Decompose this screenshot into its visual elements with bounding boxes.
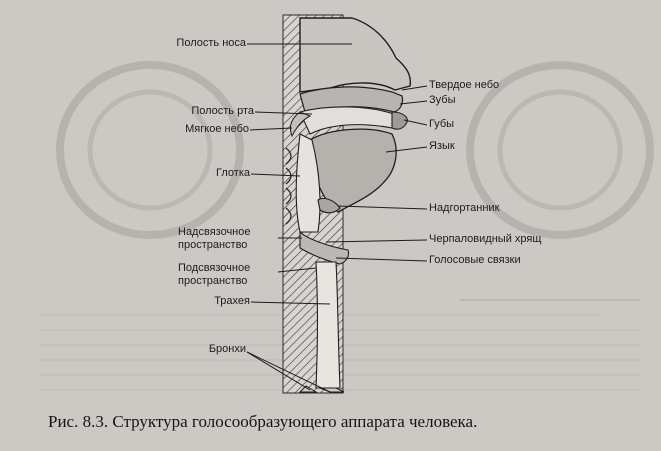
tongue-shape	[309, 128, 397, 213]
label-trachea: Трахея	[214, 295, 250, 307]
label-supraglottic-2: пространство	[178, 239, 248, 251]
caption-text: Структура голосообразующего аппарата чел…	[112, 412, 478, 431]
caption-prefix: Рис. 8.3.	[48, 412, 109, 431]
label-supraglottic-1: Надсвязочное	[178, 226, 251, 238]
larynx-shape	[299, 230, 350, 265]
label-lips: Губы	[429, 118, 455, 130]
label-epiglottis: Надгортанник	[429, 202, 500, 214]
soft-palate-shape	[289, 111, 312, 138]
leader-lines	[246, 43, 428, 393]
lips-shape	[391, 111, 408, 130]
pharynx-shape	[295, 133, 321, 233]
label-bronchi: Бронхи	[208, 343, 246, 355]
epiglottis-shape	[317, 197, 341, 214]
trachea-shape	[315, 261, 341, 389]
label-arytenoid: Черпаловидный хрящ	[429, 233, 542, 245]
label-nasal-cavity: Полость носа	[176, 37, 246, 49]
nasal-cavity-shape	[299, 17, 412, 93]
label-soft-palate: Мягкое небо	[185, 123, 249, 135]
label-pharynx: Глотка	[216, 167, 250, 179]
label-hard-palate: Твердое небо	[429, 79, 500, 91]
label-oral-cavity: Полость рта	[191, 105, 254, 117]
background-faded-illustration	[40, 61, 654, 391]
label-tongue: Язык	[429, 140, 455, 152]
label-teeth: Зубы	[429, 94, 456, 106]
label-subglottic-1: Подсвязочное	[178, 262, 251, 274]
label-vocal-folds: Голосовые связки	[429, 254, 521, 266]
label-subglottic-2: пространство	[178, 275, 248, 287]
figure-caption: Рис. 8.3. Структура голосообразующего ап…	[48, 412, 648, 432]
